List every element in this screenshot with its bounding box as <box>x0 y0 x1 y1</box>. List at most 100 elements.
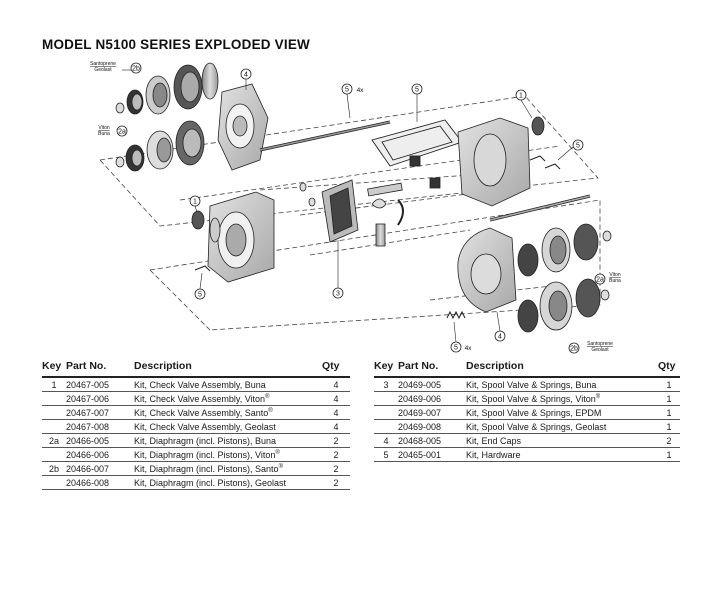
callout-5-lower-left: 5 <box>194 272 206 300</box>
qty-cell: 1 <box>658 391 680 406</box>
description-cell-text: Kit, Diaphragm (incl. Pistons), Santo <box>134 463 279 474</box>
part-no-cell: 20466-007 <box>66 461 134 476</box>
key-cell: 2b <box>42 461 66 476</box>
part-no-cell-text: 20465-001 <box>398 449 442 460</box>
material-label: Buna <box>98 131 110 137</box>
qty-cell-text: 4 <box>333 379 339 390</box>
part-no-cell-text: 20467-007 <box>66 407 110 418</box>
key-cell-text: 3 <box>383 379 389 390</box>
table-row: 20467-007 Kit, Check Valve Assembly, Sant… <box>42 405 350 420</box>
header-qty: Qty <box>658 360 676 372</box>
part-no-cell: 20469-005 <box>398 376 466 392</box>
callout-5-4x-lower: 5 4x <box>450 321 473 353</box>
description-cell: Kit, Spool Valve & Springs, EPDM <box>466 405 658 420</box>
description-cell-text: Kit, End Caps <box>466 435 522 446</box>
piston-shaft <box>489 194 591 222</box>
part-no-cell: 20467-006 <box>66 391 134 406</box>
clip-lower-left <box>194 265 211 272</box>
qty-cell: 2 <box>658 433 680 448</box>
description-cell-text: Kit, Hardware <box>466 449 521 460</box>
key-cell <box>42 475 66 490</box>
exploded-view-diagram: 2b Santoprene Geolast 2a Viton Buna 4 5 … <box>90 61 621 354</box>
end-cap-top-left <box>217 83 269 171</box>
part-no-cell-text: 20468-005 <box>398 435 442 446</box>
qty-cell-text: 2 <box>333 449 339 460</box>
callout-1-lower-left: 1 <box>189 195 201 213</box>
diaphragm-stack-2a-right <box>517 223 612 277</box>
part-no-cell-text: 20469-007 <box>398 407 442 418</box>
svg-text:5: 5 <box>454 345 458 352</box>
part-no-cell: 20466-006 <box>66 447 134 462</box>
key-cell <box>374 419 398 434</box>
material-label: Buna <box>609 278 621 284</box>
qty-cell-text: 2 <box>333 463 339 474</box>
part-no-cell: 20467-005 <box>66 376 134 392</box>
callout-4-lower: 4 <box>494 311 506 342</box>
callout-4-top: 4 <box>240 68 252 90</box>
callout-5-4x: 5 4x <box>341 83 365 119</box>
part-no-cell: 20467-008 <box>66 419 134 434</box>
qty-cell: 2 <box>322 447 350 462</box>
qty-cell: 4 <box>322 405 350 420</box>
svg-text:3: 3 <box>336 291 340 298</box>
svg-text:5: 5 <box>415 87 419 94</box>
description-cell-text: Kit, Check Valve Assembly, Santo <box>134 407 269 418</box>
gasket-plate-top <box>371 119 463 167</box>
part-no-cell-text: 20467-005 <box>66 379 110 390</box>
key-cell <box>374 405 398 420</box>
description-cell: Kit, Check Valve Assembly, Geolast <box>134 419 322 434</box>
quantity-label: 4x <box>357 87 365 94</box>
callout-2a-left: 2a Viton Buna <box>98 125 128 137</box>
svg-text:1: 1 <box>193 199 197 206</box>
qty-cell-text: 4 <box>333 421 339 432</box>
quantity-label: 4x <box>465 345 473 352</box>
svg-text:5: 5 <box>345 87 349 94</box>
material-label: Santoprene <box>587 341 613 347</box>
callout-2b-top-left: 2b Santoprene Geolast <box>90 61 142 74</box>
key-cell-text: 5 <box>383 449 389 460</box>
description-cell: Kit, Diaphragm (incl. Pistons), Viton® <box>134 447 322 462</box>
svg-text:5: 5 <box>576 143 580 150</box>
description-cell-text: Kit, Spool Valve & Springs, Geolast <box>466 421 607 432</box>
description-cell: Kit, Spool Valve & Springs, Viton® <box>466 391 658 406</box>
part-no-cell: 20469-008 <box>398 419 466 434</box>
description-cell: Kit, Spool Valve & Springs, Buna <box>466 376 658 392</box>
header-description: Description <box>134 360 192 372</box>
svg-text:4: 4 <box>244 72 248 79</box>
svg-text:2a: 2a <box>118 129 126 136</box>
callout-1-top-right: 1 <box>515 89 533 119</box>
description-cell-text: Kit, Check Valve Assembly, Geolast <box>134 421 276 432</box>
diaphragm-stack-2b-right <box>517 278 610 333</box>
svg-text:5: 5 <box>198 292 202 299</box>
registered-mark: ® <box>278 463 283 470</box>
description-cell-text: Kit, Check Valve Assembly, Viton <box>134 393 266 404</box>
header-part-no: Part No. <box>66 360 107 372</box>
part-no-cell-text: 20467-008 <box>66 421 110 432</box>
part-no-cell: 20469-007 <box>398 405 466 420</box>
key-cell <box>374 391 398 406</box>
qty-cell: 4 <box>322 419 350 434</box>
tie-rod <box>259 120 391 152</box>
svg-text:2b: 2b <box>570 346 578 353</box>
qty-cell-text: 1 <box>666 379 672 390</box>
key-cell: 1 <box>42 376 66 392</box>
description-cell: Kit, End Caps <box>466 433 658 448</box>
part-no-cell: 20466-005 <box>66 433 134 448</box>
material-label: Geolast <box>94 67 112 73</box>
qty-cell-text: 2 <box>333 477 339 488</box>
description-cell-text: Kit, Diaphragm (incl. Pistons), Viton <box>134 449 276 460</box>
qty-cell-text: 4 <box>333 407 339 418</box>
part-no-cell: 20465-001 <box>398 447 466 462</box>
description-cell: Kit, Diaphragm (incl. Pistons), Geolast <box>134 475 322 490</box>
qty-cell-text: 1 <box>666 393 672 404</box>
registered-mark: ® <box>595 393 601 400</box>
diaphragm-stack-2b-top <box>115 62 219 115</box>
